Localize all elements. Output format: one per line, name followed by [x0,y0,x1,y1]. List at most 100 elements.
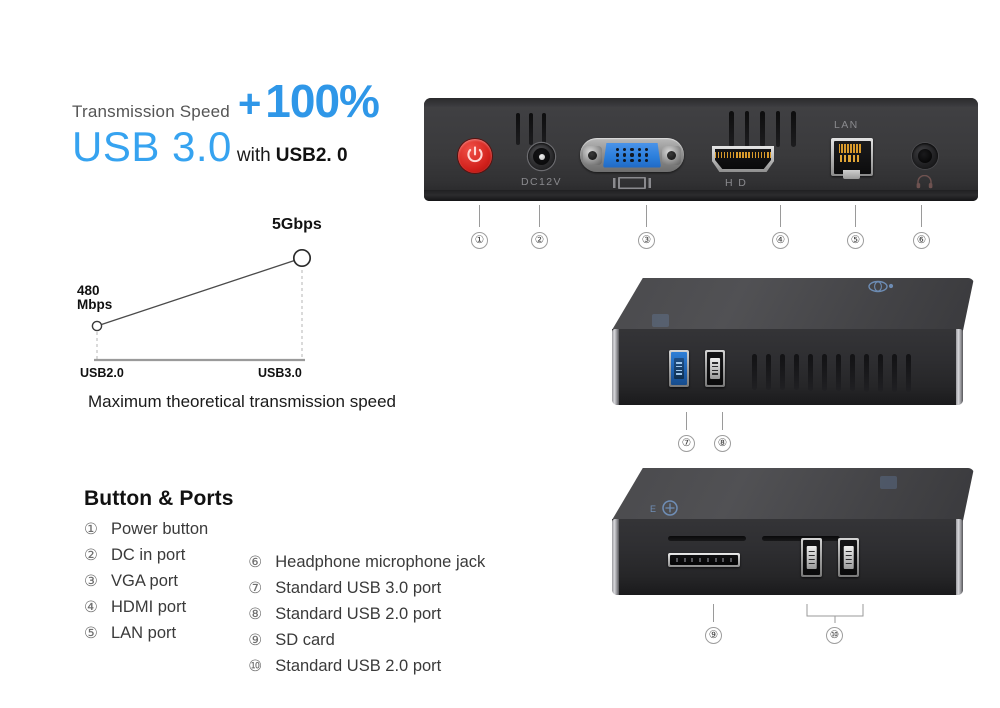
rear-panel-body [424,98,978,201]
front-panel-front-face [612,519,963,595]
side-panel-right-chrome [956,329,963,405]
callout-2: ② [531,205,548,249]
usb-2-0-port-side[interactable] [705,350,725,387]
sd-card-slot[interactable] [668,553,740,567]
button-and-ports-legend: Button & Ports ① Power button ② DC in po… [84,487,604,679]
device-rear-panel: DC12V H D [424,98,978,201]
callout-number-4: ④ [772,232,789,249]
hdmi-port[interactable] [712,146,774,172]
usb-2-0-port-front-left[interactable] [801,538,822,577]
callout-number-5: ⑤ [847,232,864,249]
legend-label-8: Standard USB 2.0 port [275,605,442,623]
dc-jack-hole [533,148,550,165]
certification-badge-icon [867,280,897,293]
legend-number-6: ⑥ [248,554,263,571]
callout-1: ① [471,205,488,249]
vga-pin-row-3 [615,158,649,162]
callout-stem-8 [722,412,723,430]
callout-number-2: ② [531,232,548,249]
speed-comparison-chart: 5Gbps 480 Mbps USB2.0 USB3.0 [72,216,412,393]
headline-block: Transmission Speed + 100% USB 3.0 with U… [72,75,380,170]
usb2-front-right-tongue [843,546,854,569]
usb3-badge-icon [652,314,669,327]
legend-item-2: ② DC in port [84,543,208,568]
legend-title: Button & Ports [84,487,234,510]
dc-in-port[interactable] [528,143,555,170]
callout-stem-9 [713,604,714,622]
sd-slot-cavity [670,555,738,565]
vga-port[interactable] [580,138,684,172]
callout-stem-3 [646,205,647,227]
datalabel-usb2-value-line1: 480 [77,283,100,298]
usb3-title: USB 3.0 [72,123,232,170]
callout-number-3: ③ [638,232,655,249]
chart-svg [91,248,312,362]
callout-number-10: ⑩ [826,627,843,644]
legend-number-10: ⑩ [248,658,263,675]
front-panel-top-face [612,468,974,520]
svg-text:E: E [650,504,656,514]
callout-number-8: ⑧ [714,435,731,452]
usb3-cavity [671,352,687,385]
legend-label-1: Power button [111,520,209,538]
legend-item-10: ⑩ Standard USB 2.0 port [248,654,485,679]
vent-group-right [729,111,796,147]
front-panel-left-chrome [612,519,619,595]
lan-contacts [839,154,860,162]
power-icon [467,146,483,163]
legend-label-9: SD card [275,631,335,649]
usb-3-0-port[interactable] [669,350,689,387]
headline-line-1: Transmission Speed + 100% [72,75,380,127]
callout-stem-7 [686,412,687,430]
dc-port-label: DC12V [521,176,562,188]
front-certification-badge-icon: E [650,500,684,516]
usb-2-0-port-front-right[interactable] [838,538,859,577]
legend-column-right: ⑥ Headphone microphone jack ⑦ Standard U… [248,550,485,679]
legend-item-8: ⑧ Standard USB 2.0 port [248,602,485,627]
dc-jack-pin [538,153,545,160]
side-panel-vents [752,354,911,392]
device-side-panel [612,278,974,416]
callout-5: ⑤ [847,205,864,249]
callout-7: ⑦ [678,412,695,452]
transmission-speed-label: Transmission Speed [72,102,230,121]
headphone-jack-port[interactable] [912,143,938,169]
legend-item-4: ④ HDMI port [84,595,208,620]
front-panel-right-chrome [956,519,963,595]
side-panel-left-chrome [612,329,619,405]
callout-stem-1 [479,205,480,227]
rear-panel-bottom-edge [424,190,978,201]
usb2-label: USB2. 0 [275,145,348,166]
front-thin-slot-left [668,536,746,541]
monitor-icon [613,177,651,189]
legend-item-1: ① Power button [84,517,208,542]
vga-pin-row-1 [615,148,649,152]
callout-stem-5 [855,205,856,227]
vga-screw-left [583,145,602,165]
lan-port[interactable] [831,138,873,179]
usb2-front-right-cavity [840,540,857,575]
xtick-usb3: USB3.0 [258,366,302,380]
percent-gain: 100% [265,75,380,127]
legend-label-3: VGA port [111,572,178,590]
callout-stem-6 [921,205,922,227]
legend-label-2: DC in port [111,546,186,564]
usb3-tongue [674,357,684,380]
legend-item-7: ⑦ Standard USB 3.0 port [248,576,485,601]
usb2-front-left-cavity [803,540,820,575]
power-button[interactable] [458,139,492,173]
chart-caption: Maximum theoretical transmission speed [88,392,397,411]
legend-number-4: ④ [84,599,98,616]
callout-number-6: ⑥ [913,232,930,249]
callout-number-9: ⑨ [705,627,722,644]
callout-stem-2 [539,205,540,227]
hdmi-pins [715,152,771,158]
datapoint-usb3 [292,248,312,268]
lan-springs [838,143,861,153]
callout-10: ⑩ [826,622,843,644]
legend-number-5: ⑤ [84,625,98,642]
legend-label-7: Standard USB 3.0 port [275,579,442,597]
headphone-icon [916,175,933,189]
vga-screw-right [662,145,681,165]
